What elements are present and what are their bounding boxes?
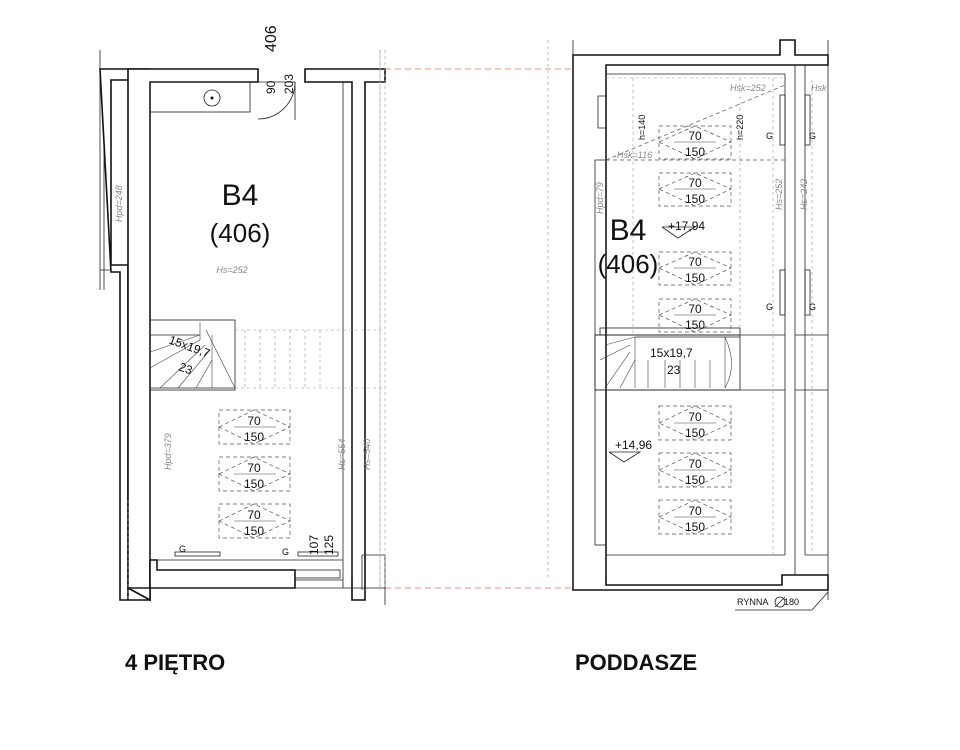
window-height: 150 xyxy=(685,473,705,487)
window-width: 70 xyxy=(688,457,702,471)
caption-floor-4: 4 PIĘTRO xyxy=(125,650,225,675)
height-hpd-outer: Hpd=248 xyxy=(114,185,124,222)
level-lower: +14,96 xyxy=(615,438,652,452)
roof-window-right-3: 70 150 xyxy=(658,251,732,286)
level-marker xyxy=(661,226,697,239)
door-height: 203 xyxy=(282,74,296,94)
radiator-label: G xyxy=(179,544,186,554)
room-number: (406) xyxy=(210,218,271,248)
window-width: 70 xyxy=(688,255,702,269)
roof-window-right-4: 70 150 xyxy=(658,298,732,333)
roof-window-right-5: 70 150 xyxy=(658,405,732,441)
window-height: 150 xyxy=(685,145,705,159)
window-height: 150 xyxy=(244,430,264,444)
roof-window-left-3: 70 150 xyxy=(218,503,291,539)
height-140: h=140 xyxy=(637,115,647,140)
door-label: 406 xyxy=(263,25,280,52)
window-width: 70 xyxy=(247,414,261,428)
radiator-label: G xyxy=(282,547,289,557)
hs-right1: Hs=252 xyxy=(774,179,784,210)
window-width: 70 xyxy=(688,302,702,316)
radiator-label: G xyxy=(809,302,816,312)
radiator xyxy=(804,269,811,316)
hsk-upper: Hsk=252 xyxy=(730,83,766,93)
stairs-dimension: 15x19,7 xyxy=(650,346,693,360)
radiator-label: G xyxy=(766,302,773,312)
window-height: 150 xyxy=(685,271,705,285)
stairs-dimension: 15x19,7 xyxy=(167,333,212,361)
window-height: 150 xyxy=(244,524,264,538)
level-marker xyxy=(608,451,642,463)
window-width: 70 xyxy=(247,508,261,522)
stairs-count: 23 xyxy=(177,360,195,378)
hs-right2: Hs=242 xyxy=(799,179,809,210)
staircase xyxy=(594,327,741,391)
window-sill-height: 125 xyxy=(322,535,336,555)
window-width: 70 xyxy=(688,504,702,518)
radiator xyxy=(804,94,811,146)
radiator xyxy=(779,269,786,316)
door-swing xyxy=(257,81,296,120)
left-plan: 70 150 70 150 70 150 B4 (406) Hs=252 Hpd… xyxy=(99,25,386,605)
level-upper: +17,94 xyxy=(668,219,705,233)
height-220: h=220 xyxy=(735,115,745,140)
radiator xyxy=(779,94,786,146)
hsk-lower: Hsk=116 xyxy=(617,150,652,160)
window-width: 70 xyxy=(688,410,702,424)
room-number: (406) xyxy=(598,249,659,279)
radiator-label: G xyxy=(766,131,773,141)
radiator-label: G xyxy=(809,131,816,141)
window-height: 150 xyxy=(244,477,264,491)
door-width: 90 xyxy=(264,80,278,94)
window-sill-width: 107 xyxy=(307,535,321,555)
roof-window-left-1: 70 150 xyxy=(218,409,291,445)
radiator xyxy=(297,551,339,557)
window-width: 70 xyxy=(247,461,261,475)
sink-counter xyxy=(149,81,251,113)
roof-window-left-2: 70 150 xyxy=(218,456,291,492)
radiator xyxy=(174,551,221,557)
height-hs-right2: Hs=540 xyxy=(362,439,372,470)
room-name: B4 xyxy=(610,214,647,247)
roof-window-right-7: 70 150 xyxy=(658,499,732,535)
window-height: 150 xyxy=(685,520,705,534)
stairs-count: 23 xyxy=(667,363,681,377)
window-width: 70 xyxy=(688,176,702,190)
roof-window-right-6: 70 150 xyxy=(658,452,732,488)
window-height: 150 xyxy=(685,318,705,332)
window-width: 70 xyxy=(688,129,702,143)
caption-attic: PODDASZE xyxy=(575,650,697,675)
right-plan: 70 150 70 150 70 150 70 150 xyxy=(547,39,829,611)
sink xyxy=(203,89,221,107)
height-hs: Hs=252 xyxy=(216,265,247,275)
height-hpd-room: Hpd=379 xyxy=(163,433,173,470)
hsk-cut: Hsk xyxy=(811,83,827,93)
hpd: Hpd=79 xyxy=(595,182,605,214)
room-name: B4 xyxy=(222,179,259,212)
roof-window-right-2: 70 150 xyxy=(658,172,732,207)
roof-window-right-1: 70 150 xyxy=(658,125,732,160)
staircase xyxy=(149,319,385,391)
gutter-label: RYNNA xyxy=(737,597,768,607)
height-hs-right1: Hs=554 xyxy=(337,439,347,470)
window-height: 150 xyxy=(685,192,705,206)
window-height: 150 xyxy=(685,426,705,440)
gutter-diameter: 180 xyxy=(784,597,799,607)
